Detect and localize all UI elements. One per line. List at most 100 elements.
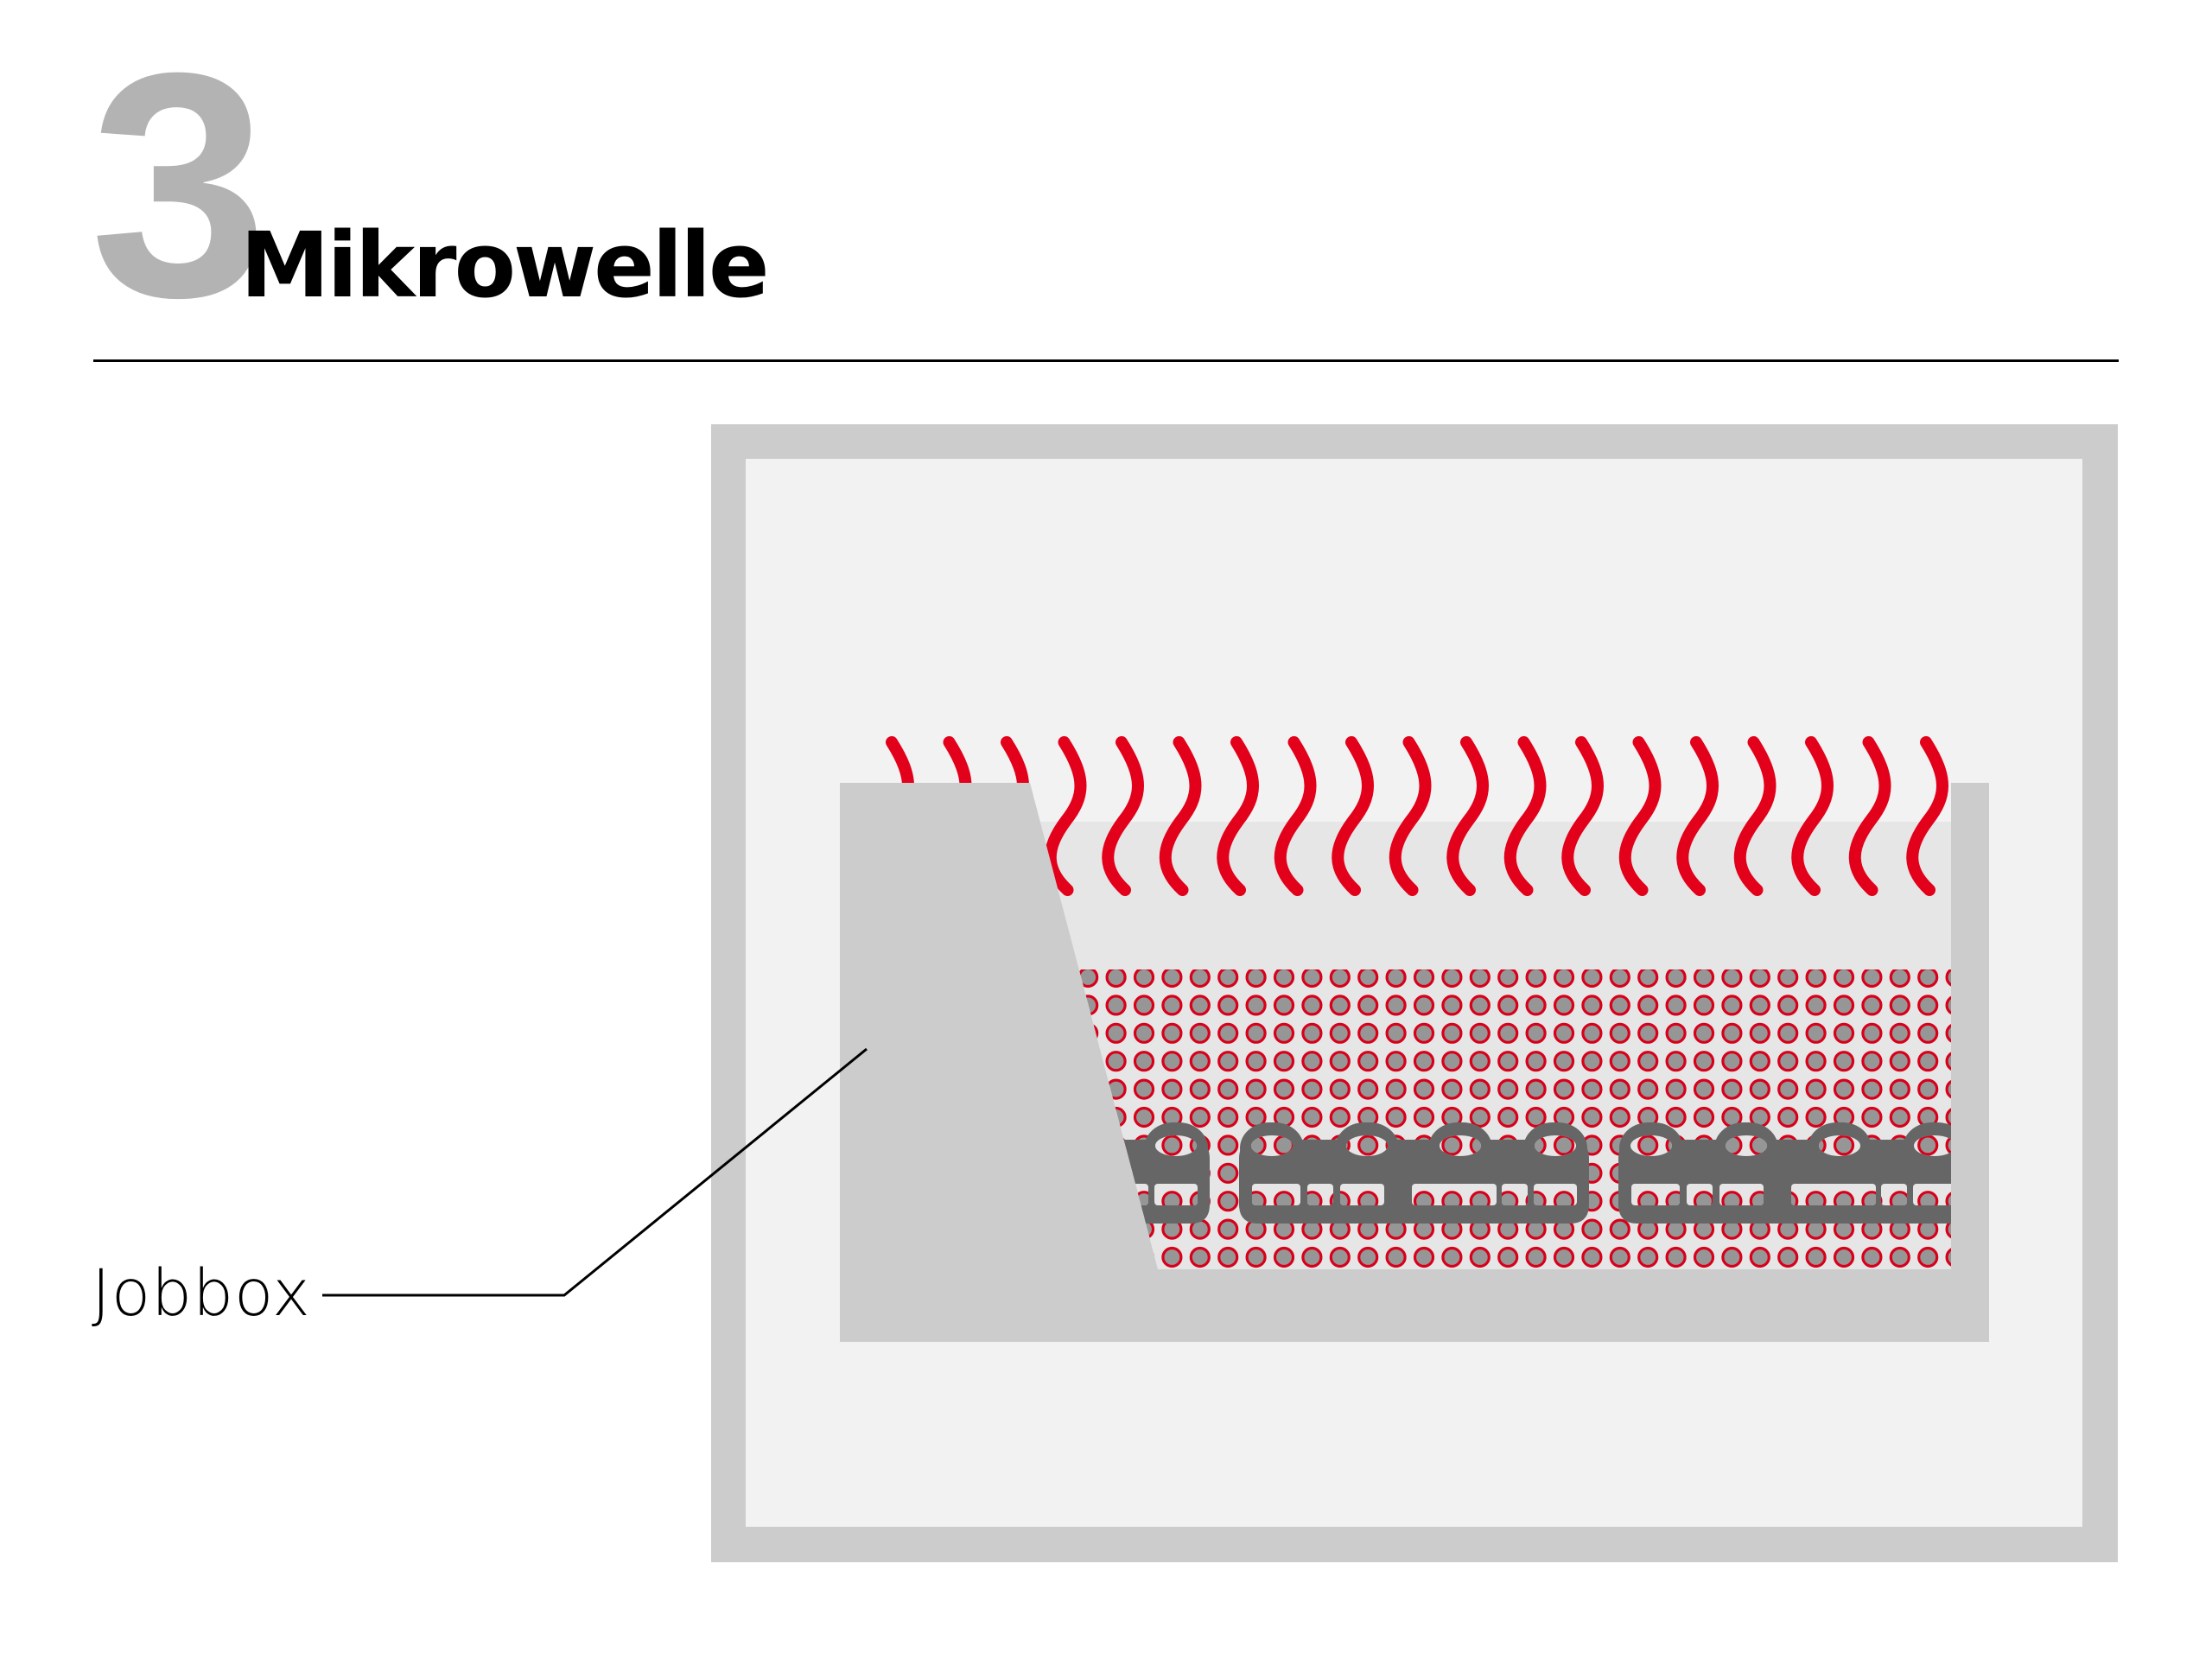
tray-hole: [1945, 1218, 1951, 1240]
tray-hole: [1497, 969, 1519, 988]
microwave-wave: [1561, 736, 1604, 896]
tray-hole: [1133, 1106, 1155, 1128]
tray-hole: [1133, 1051, 1155, 1072]
tray-hole: [1105, 995, 1127, 1016]
tray-hole: [1665, 969, 1687, 988]
tray-hole: [1665, 995, 1687, 1016]
tray-hole: [1609, 995, 1630, 1016]
microwave-wave: [1676, 736, 1719, 896]
tray-hole: [1385, 1246, 1407, 1268]
aligner-tray: [1618, 1122, 1951, 1224]
tray-hole: [1609, 1218, 1630, 1240]
tray-hole: [1945, 1106, 1951, 1128]
tray-hole: [1945, 995, 1951, 1016]
microwave-wave: [1503, 736, 1547, 896]
tray-hole: [1581, 1051, 1603, 1072]
tray-hole: [1469, 969, 1491, 988]
tray-hole: [1861, 1106, 1883, 1128]
tray-hole: [1749, 995, 1770, 1016]
tray-hole: [1329, 969, 1351, 988]
tray-hole: [1889, 995, 1910, 1016]
jobbox: [840, 783, 1989, 1342]
tray-hole: [1217, 1022, 1239, 1044]
tray-hole: [1553, 1246, 1575, 1268]
tray-hole: [1889, 1246, 1910, 1268]
tray-hole: [1721, 969, 1743, 988]
tray-hole: [1525, 1051, 1547, 1072]
tray-hole: [1945, 1246, 1951, 1268]
tray-hole: [1245, 1022, 1267, 1044]
tray-hole: [1609, 1051, 1630, 1072]
tray-hole: [1189, 1078, 1211, 1100]
tray-hole: [1749, 1022, 1770, 1044]
tray-hole: [1581, 1022, 1603, 1044]
tray-hole: [1329, 995, 1351, 1016]
tray-hole: [1413, 969, 1435, 988]
tray-hole: [1441, 1135, 1463, 1156]
tray-hole: [1133, 1022, 1155, 1044]
tray-hole: [1301, 995, 1323, 1016]
tray-hole: [1413, 995, 1435, 1016]
tray-hole: [1553, 1022, 1575, 1044]
tray-hole: [1525, 1106, 1547, 1128]
tray-hole: [1497, 995, 1519, 1016]
tray-hole: [1385, 1051, 1407, 1072]
tray-hole: [1217, 1246, 1239, 1268]
tray-hole: [1441, 1078, 1463, 1100]
tray-hole: [1525, 995, 1547, 1016]
microwave-wave: [1044, 736, 1087, 896]
tray-hole: [1105, 1051, 1127, 1072]
tray-hole: [1637, 1246, 1659, 1268]
tray-hole: [1189, 995, 1211, 1016]
microwave-wave: [1906, 736, 1948, 896]
tray-hole: [1637, 995, 1659, 1016]
tray-hole: [1497, 1022, 1519, 1044]
tray-hole: [1357, 995, 1379, 1016]
tray-hole: [1553, 1135, 1575, 1156]
tray-hole: [1637, 969, 1659, 988]
tray-hole: [1917, 969, 1939, 988]
tray-hole: [1609, 1022, 1630, 1044]
tray-hole: [1497, 1051, 1519, 1072]
tray-hole: [1161, 1051, 1183, 1072]
tray-hole: [1553, 1051, 1575, 1072]
tray-hole: [1133, 995, 1155, 1016]
tray-hole: [1357, 1135, 1379, 1156]
tray-hole: [1917, 1191, 1939, 1205]
title-divider: [93, 359, 2119, 362]
tray-hole: [1161, 1022, 1183, 1044]
tray-hole: [1273, 1246, 1295, 1268]
tray-hole: [1161, 1078, 1183, 1100]
tray-hole: [1777, 1106, 1799, 1128]
tray-hole: [1637, 1078, 1659, 1100]
tray-hole: [1805, 1078, 1827, 1100]
tray-hole: [1805, 1022, 1827, 1044]
tray-hole: [1413, 1078, 1435, 1100]
tray-hole: [1861, 1078, 1883, 1100]
tray-hole: [1469, 1022, 1491, 1044]
tray-hole: [1581, 969, 1603, 988]
tray-hole: [1469, 1246, 1491, 1268]
microwave-wave: [1848, 736, 1891, 896]
aligner-tray: [1239, 1122, 1589, 1224]
tray-hole: [1413, 1022, 1435, 1044]
tray-hole: [1721, 1078, 1743, 1100]
tray-hole: [1805, 1106, 1827, 1128]
tray-hole: [1861, 995, 1883, 1016]
microwave-wave: [1791, 736, 1834, 896]
tray-hole: [1805, 1191, 1827, 1205]
tray-hole: [1441, 1191, 1463, 1205]
tray-hole: [1245, 969, 1267, 988]
tray-hole: [1469, 1106, 1491, 1128]
tray-hole: [1133, 969, 1155, 988]
tray-hole: [1805, 969, 1827, 988]
tray-hole: [1189, 969, 1211, 988]
tray-hole: [1833, 1022, 1855, 1044]
tray-hole: [1553, 995, 1575, 1016]
tray-hole: [1833, 1191, 1855, 1205]
microwave-waves: [872, 736, 1948, 896]
tray-hole: [1833, 1078, 1855, 1100]
tray-hole: [1889, 969, 1910, 988]
tray-hole: [1581, 1218, 1603, 1240]
